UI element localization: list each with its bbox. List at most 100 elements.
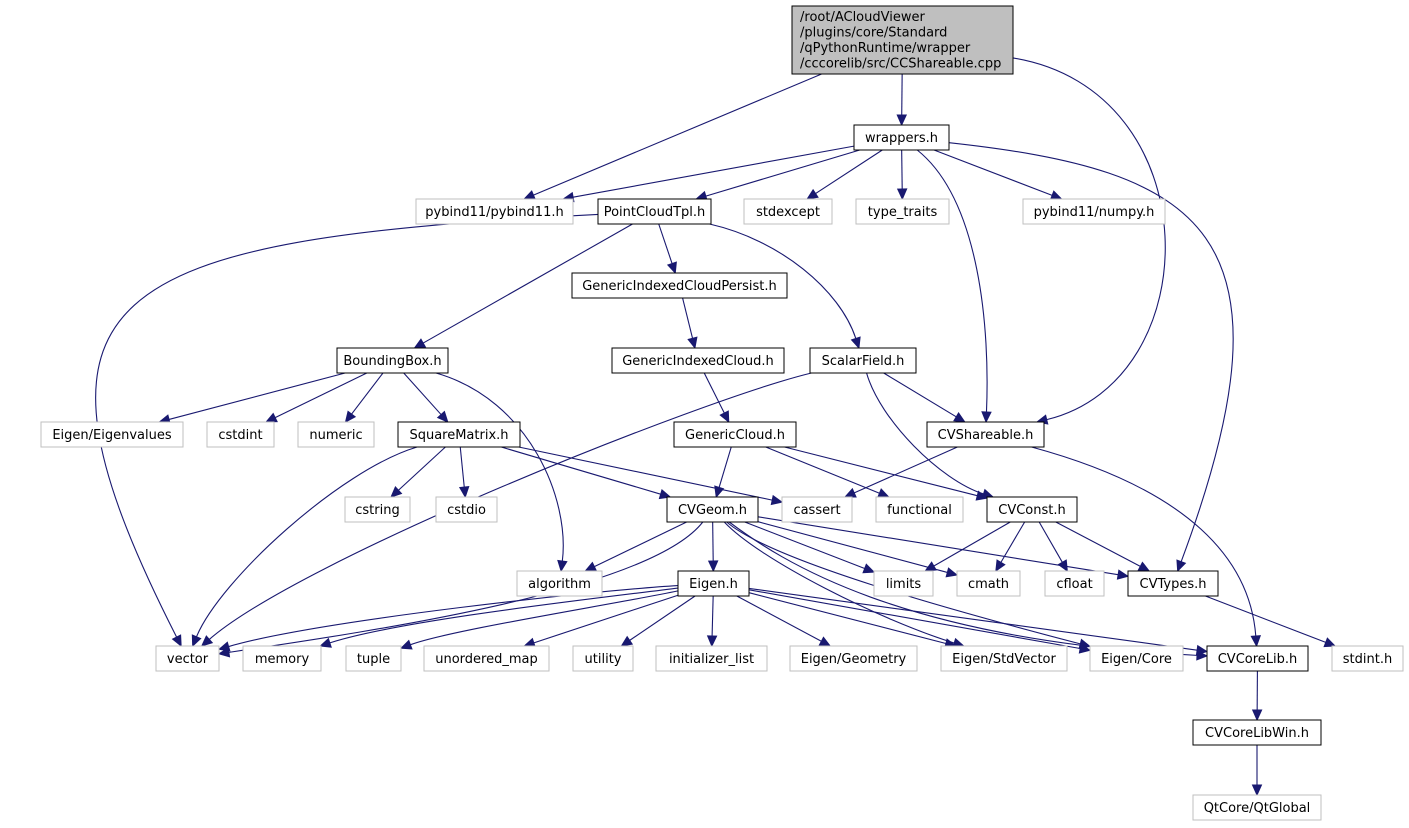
edge-line — [853, 446, 958, 494]
edge-line — [228, 521, 704, 653]
node-box[interactable] — [809, 347, 917, 374]
node-cvcorelib[interactable]: CVCoreLib.h — [1206, 645, 1309, 672]
node-boundingbox[interactable]: BoundingBox.h — [336, 347, 449, 374]
node-cvcorelibwin[interactable]: CVCoreLibWin.h — [1192, 719, 1322, 746]
node-cvshareable[interactable]: CVShareable.h — [926, 421, 1045, 448]
edge-line — [744, 521, 865, 569]
node-label: stdexcept — [756, 205, 820, 220]
node-box[interactable] — [926, 421, 1045, 448]
node-box[interactable] — [1206, 645, 1309, 672]
node-gicpersist[interactable]: GenericIndexedCloudPersist.h — [571, 272, 788, 299]
edge-wrappers-to-type_traits — [896, 149, 908, 201]
node-eigen[interactable]: Eigen.h — [677, 570, 750, 597]
node-box[interactable] — [986, 496, 1078, 523]
node-box — [206, 421, 275, 448]
node-cvtypes[interactable]: CVTypes.h — [1127, 570, 1219, 597]
edge-line — [728, 521, 1198, 656]
arrowhead-icon — [413, 338, 427, 349]
node-label[interactable]: Eigen.h — [689, 577, 738, 592]
node-wrappers[interactable]: wrappers.h — [853, 124, 950, 151]
node-box — [242, 645, 322, 672]
node-box[interactable] — [571, 272, 788, 299]
node-pointcloudtpl[interactable]: PointCloudTpl.h — [597, 198, 712, 225]
node-box[interactable] — [853, 124, 950, 151]
node-label[interactable]: BoundingBox.h — [343, 354, 441, 369]
edges-layer — [95, 57, 1337, 797]
edge-squarematrix-to-vector — [191, 446, 418, 648]
node-box[interactable] — [397, 421, 521, 448]
node-limits: limits — [873, 570, 934, 597]
edge-line — [422, 223, 633, 344]
node-box — [1022, 198, 1166, 225]
node-label: functional — [887, 503, 952, 518]
node-genericcloud[interactable]: GenericCloud.h — [673, 421, 797, 448]
node-numeric: numeric — [297, 421, 375, 448]
node-utility: utility — [572, 645, 634, 672]
node-squarematrix[interactable]: SquareMatrix.h — [397, 421, 521, 448]
node-root-ccshareable-cpp: /root/ACloudViewer/plugins/core/Standard… — [791, 5, 1014, 75]
node-cstring: cstring — [344, 496, 411, 523]
node-box — [435, 496, 498, 523]
edge-eigen-to-unordered_map — [523, 594, 679, 648]
arrowhead-icon — [687, 336, 698, 350]
edge-line — [765, 446, 880, 494]
edge-line — [748, 592, 947, 645]
node-box — [873, 570, 934, 597]
node-label[interactable]: CVGeom.h — [678, 503, 747, 518]
node-cvgeom[interactable]: CVGeom.h — [666, 496, 759, 523]
node-label: Eigen/Core — [1101, 652, 1172, 667]
node-box — [40, 421, 184, 448]
edge-eigen-to-memory — [319, 587, 679, 648]
edge-line — [208, 372, 812, 640]
node-box[interactable] — [1127, 570, 1219, 597]
edge-line — [709, 223, 857, 339]
edge-line — [866, 372, 984, 495]
node-box[interactable] — [1192, 719, 1322, 746]
node-box[interactable] — [677, 570, 750, 597]
edge-squarematrix-to-cstdio — [458, 446, 470, 499]
node-gic[interactable]: GenericIndexedCloud.h — [611, 347, 785, 374]
edge-pointcloudtpl-to-gicpersist — [658, 223, 677, 275]
arrowhead-icon — [620, 635, 634, 647]
node-scalarfield[interactable]: ScalarField.h — [809, 347, 917, 374]
node-label[interactable]: CVConst.h — [998, 503, 1065, 518]
node-label[interactable]: CVTypes.h — [1140, 577, 1207, 592]
node-label: initializer_list — [669, 652, 754, 667]
node-label[interactable]: CVCoreLibWin.h — [1205, 726, 1309, 741]
edge-line — [1012, 57, 1166, 421]
node-label[interactable]: ScalarField.h — [822, 354, 905, 369]
node-label: stdint.h — [1343, 652, 1392, 667]
node-box[interactable] — [336, 347, 449, 374]
node-label[interactable]: CVCoreLib.h — [1218, 652, 1298, 667]
node-box[interactable] — [673, 421, 797, 448]
arrowhead-icon — [265, 412, 278, 423]
edge-line — [629, 595, 696, 641]
node-label[interactable]: CVShareable.h — [938, 428, 1034, 443]
node-cfloat: cfloat — [1044, 570, 1105, 597]
node-box[interactable] — [611, 347, 785, 374]
node-box[interactable] — [597, 198, 712, 225]
node-label[interactable]: GenericIndexedCloud.h — [622, 354, 774, 369]
node-label[interactable]: SquareMatrix.h — [409, 428, 508, 443]
nodes-layer: /root/ACloudViewer/plugins/core/Standard… — [40, 5, 1404, 821]
edge-line — [195, 446, 418, 637]
node-box — [572, 645, 634, 672]
edge-boundingbox-to-squarematrix — [403, 372, 449, 423]
edge-boundingbox-to-numeric — [344, 372, 384, 423]
node-box[interactable] — [666, 496, 759, 523]
edge-line — [1000, 521, 1026, 563]
edge-cvgeom-to-limits — [744, 521, 876, 574]
edge-line — [815, 149, 883, 194]
node-label[interactable]: GenericCloud.h — [685, 428, 785, 443]
node-box — [344, 496, 411, 523]
edge-cvconst-to-cfloat — [1038, 521, 1068, 573]
node-cvconst[interactable]: CVConst.h — [986, 496, 1078, 523]
node-label: pybind11/pybind11.h — [425, 205, 563, 220]
edge-line — [403, 372, 442, 415]
edge-boundingbox-to-algorithm — [435, 372, 568, 573]
edge-line — [682, 297, 694, 339]
node-label[interactable]: PointCloudTpl.h — [604, 205, 706, 220]
node-label[interactable]: GenericIndexedCloudPersist.h — [582, 279, 777, 294]
edge-line — [784, 446, 978, 497]
node-label[interactable]: wrappers.h — [865, 131, 938, 146]
